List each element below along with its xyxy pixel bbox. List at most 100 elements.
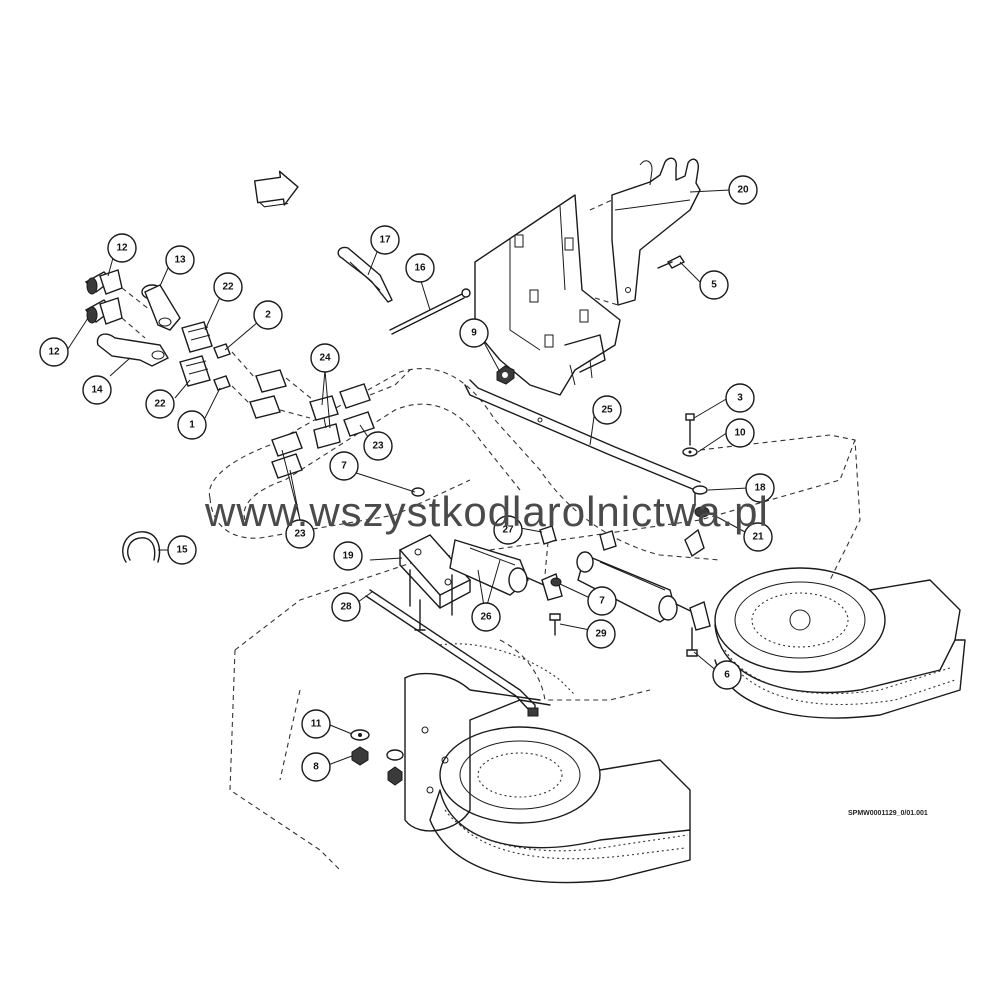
callout-12: 12 (107, 233, 137, 263)
mounting-bracket-plate (404, 672, 551, 832)
callout-22: 22 (145, 389, 175, 419)
svg-text:22: 22 (222, 282, 234, 293)
svg-text:17: 17 (379, 235, 391, 246)
nut-part-8-right (387, 766, 403, 786)
callout-27: 27 (493, 515, 523, 545)
callout-11: 11 (301, 709, 331, 739)
svg-text:29: 29 (595, 629, 607, 640)
svg-text:24: 24 (319, 353, 331, 364)
svg-text:14: 14 (91, 385, 103, 396)
lift-bracket-part-20 (589, 157, 701, 306)
cap-part-13 (141, 284, 181, 331)
callouts: 12 13 12 14 22 2 22 1 17 16 24 23 23 7 9… (39, 175, 775, 782)
svg-text:7: 7 (341, 461, 347, 472)
svg-text:1: 1 (189, 420, 195, 431)
svg-text:9: 9 (471, 328, 477, 339)
callout-13: 13 (165, 245, 195, 275)
washer-part-7-upper (411, 487, 425, 497)
rod-part-25 (464, 379, 701, 506)
callout-10: 10 (725, 418, 755, 448)
callout-16: 16 (405, 253, 435, 283)
nut-part-1 (213, 375, 231, 391)
callout-8: 8 (301, 752, 331, 782)
callout-14: 14 (82, 375, 112, 405)
svg-text:3: 3 (737, 393, 743, 404)
fittings-part-23 (271, 369, 411, 479)
callout-19: 19 (333, 541, 363, 571)
rod-part-28 (365, 589, 539, 717)
callout-23: 23 (363, 431, 393, 461)
fitting-part-27 (539, 525, 705, 576)
callout-3: 3 (725, 383, 755, 413)
mounting-plate-upper (474, 194, 621, 396)
pin-part-16 (389, 288, 471, 335)
svg-text:15: 15 (176, 545, 188, 556)
callout-5: 5 (699, 270, 729, 300)
washer-part-10 (682, 447, 698, 457)
bolt-part-6 (686, 627, 698, 657)
svg-text:23: 23 (372, 441, 384, 452)
svg-text:5: 5 (711, 280, 717, 291)
coupler-part-12-upper (84, 269, 151, 311)
bolt-part-3 (685, 413, 695, 446)
clip-part-17 (337, 246, 393, 303)
cutting-disc-right (714, 567, 966, 719)
callout-22: 22 (213, 272, 243, 302)
cylinder-part-26-right (576, 551, 711, 631)
washer-part-7-lower (550, 577, 562, 587)
svg-text:19: 19 (342, 551, 354, 562)
callout-15: 15 (167, 535, 197, 565)
svg-text:2: 2 (265, 310, 271, 321)
callout-17: 17 (370, 225, 400, 255)
svg-text:21: 21 (752, 532, 764, 543)
direction-arrow-icon (253, 170, 299, 208)
svg-text:8: 8 (313, 762, 319, 773)
callout-26: 26 (471, 602, 501, 632)
hydraulic-hoses (231, 351, 319, 419)
svg-text:13: 13 (174, 255, 186, 266)
dust-cover-part-14 (96, 333, 169, 367)
callout-25: 25 (592, 395, 622, 425)
mower-deck-outline (208, 368, 861, 871)
svg-text:18: 18 (754, 483, 766, 494)
svg-text:26: 26 (480, 612, 492, 623)
callout-28: 28 (331, 592, 361, 622)
svg-text:28: 28 (340, 602, 352, 613)
tee-fitting-part-24 (309, 395, 341, 449)
leader-lines (65, 189, 749, 766)
washer-part-18 (692, 485, 708, 495)
svg-text:7: 7 (599, 596, 605, 607)
cutting-disc-left (429, 726, 691, 884)
callout-6: 6 (712, 660, 742, 690)
svg-text:12: 12 (48, 347, 60, 358)
svg-text:20: 20 (737, 185, 749, 196)
svg-text:22: 22 (154, 399, 166, 410)
svg-text:25: 25 (601, 405, 613, 416)
callout-1: 1 (177, 410, 207, 440)
washer-part-11-right (386, 749, 404, 761)
callout-7: 7 (329, 451, 359, 481)
bolt-part-5 (657, 255, 686, 269)
nut-part-2 (213, 343, 231, 359)
clamp-part-15 (122, 531, 161, 563)
callout-2: 2 (253, 300, 283, 330)
drawing-code: SPMW0001129_0/01.001 (848, 810, 928, 817)
bolt-part-29 (549, 613, 561, 636)
adapter-part-22-lower (179, 355, 211, 387)
callout-23: 23 (285, 519, 315, 549)
callout-20: 20 (728, 175, 758, 205)
coupler-part-12-lower (84, 297, 146, 339)
svg-text:6: 6 (724, 670, 730, 681)
watermark-text: www.wszystkodlarolnictwa.pl (205, 488, 769, 535)
cylinder-part-26-left (449, 539, 563, 601)
svg-text:10: 10 (734, 428, 746, 439)
svg-text:27: 27 (502, 525, 514, 536)
block-part-19 (398, 534, 472, 616)
nut-part-9 (496, 365, 515, 385)
callout-21: 21 (743, 522, 773, 552)
svg-text:23: 23 (294, 529, 306, 540)
callout-7: 7 (587, 586, 617, 616)
svg-text:16: 16 (414, 263, 426, 274)
callout-29: 29 (586, 619, 616, 649)
